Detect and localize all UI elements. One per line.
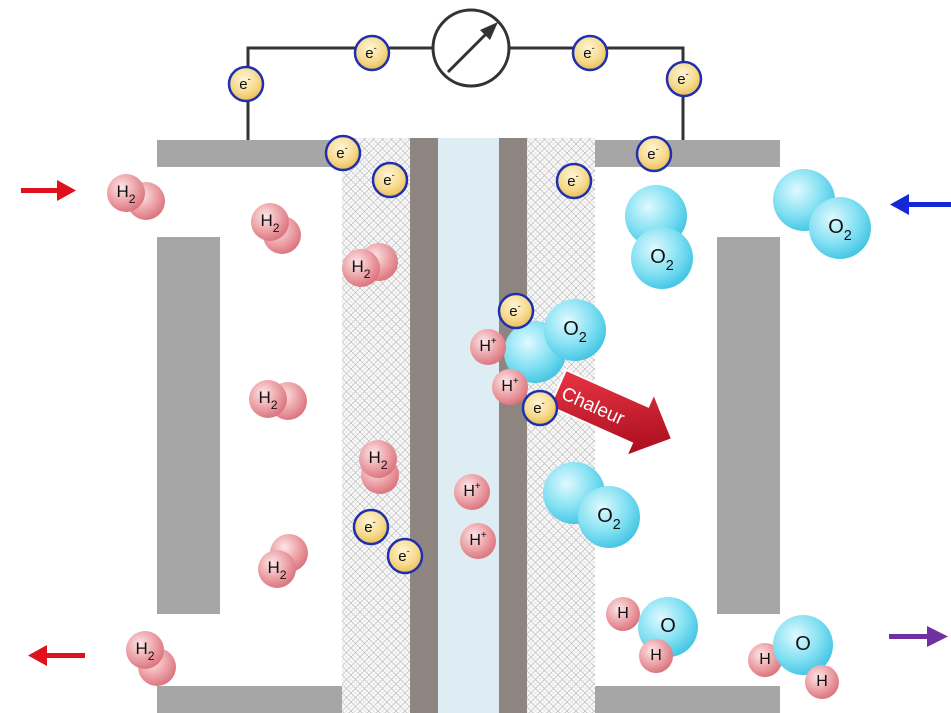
particle-label: O2 <box>828 216 852 244</box>
electron-icon: e- <box>497 292 535 330</box>
electron-icon: e- <box>571 34 609 72</box>
particle-label: O2 <box>597 505 621 533</box>
particle-label: O2 <box>563 318 587 346</box>
hydrogen-molecule-icon: H2 <box>251 203 301 254</box>
particle-label: e- <box>398 546 409 565</box>
particle-label: O <box>795 633 811 655</box>
electron-icon: e- <box>521 389 559 427</box>
proton-icon: H+ <box>470 329 506 365</box>
particle-label: H2 <box>135 639 154 663</box>
electrolyte-membrane <box>438 138 499 713</box>
hydrogen-outlet-arrow-icon <box>28 645 85 666</box>
electron-icon: e- <box>353 34 391 72</box>
particle-label: H2 <box>116 182 135 206</box>
particle-label: H+ <box>501 376 519 395</box>
particle-label: H <box>759 651 771 668</box>
particle-label: e- <box>364 517 375 536</box>
anode-gas-diffusion-layer <box>342 138 410 713</box>
particle-label: e- <box>383 170 394 189</box>
electron-icon: e- <box>386 537 424 575</box>
electron-icon: e- <box>352 508 390 546</box>
oxygen-molecule-icon: O2 <box>773 169 871 259</box>
particle-label: e- <box>239 74 250 93</box>
particle-label: e- <box>567 171 578 190</box>
oxygen-molecule-icon: O2 <box>543 462 640 548</box>
anode-catalyst-layer <box>410 138 438 713</box>
particle-label: H <box>816 673 828 690</box>
electron-icon: e- <box>555 162 593 200</box>
ammeter-icon <box>431 8 511 88</box>
particle-label: e- <box>647 144 658 163</box>
cell-structure: Chaleur <box>21 8 951 713</box>
electron-icon: e- <box>665 60 703 98</box>
particle-label: O2 <box>650 246 674 274</box>
proton-icon: H+ <box>454 474 490 510</box>
particle-label: H+ <box>463 481 481 500</box>
particles: H2H2H2H2H2H2H2O2O2O2O2H+H+H+H+OHHOHHe-e-… <box>107 34 871 699</box>
particle-label: e- <box>677 69 688 88</box>
hydrogen-molecule-icon: H2 <box>342 243 398 287</box>
cathode-flow-plate <box>717 237 780 614</box>
hydrogen-molecule-icon: H2 <box>249 380 307 420</box>
oxygen-inlet-arrow-icon <box>890 194 951 215</box>
proton-icon: H+ <box>460 523 496 559</box>
particle-label: e- <box>509 301 520 320</box>
water-molecule-icon: OHH <box>606 597 698 673</box>
cathode-catalyst-layer <box>499 138 527 713</box>
electron-icon: e- <box>324 134 362 172</box>
particle-label: e- <box>336 143 347 162</box>
electron-icon: e- <box>371 161 409 199</box>
hydrogen-molecule-icon: H2 <box>258 534 308 588</box>
water-molecule-icon: O H H <box>748 615 839 699</box>
particle-label: H2 <box>260 211 279 235</box>
particle-label: H2 <box>351 257 370 281</box>
electron-icon: e- <box>227 65 265 103</box>
particle-label: e- <box>533 398 544 417</box>
oxygen-molecule-icon: O2 <box>625 185 693 289</box>
particle-label: H+ <box>469 530 487 549</box>
particle-label: H2 <box>258 388 277 412</box>
hydrogen-molecule-icon: H2 <box>126 631 176 686</box>
particle-label: H2 <box>267 558 286 582</box>
cathode-top-plate <box>595 140 780 167</box>
water-outlet-arrow-icon <box>889 626 948 647</box>
anode-flow-plate <box>157 237 220 614</box>
particle-label: O <box>660 615 676 637</box>
particle-label: H <box>617 605 629 622</box>
anode-top-plate <box>157 140 342 167</box>
proton-icon: H+ <box>492 369 528 405</box>
particle-label: H2 <box>368 448 387 472</box>
oxygen-molecule-icon: O2 <box>504 299 606 383</box>
electron-icon: e- <box>635 135 673 173</box>
hydrogen-molecule-icon: H2 <box>107 174 165 220</box>
particle-label: H+ <box>479 336 497 355</box>
particle-label: H <box>650 647 662 664</box>
hydrogen-inlet-arrow-icon <box>21 180 76 201</box>
particle-label: e- <box>583 43 594 62</box>
particle-label: e- <box>365 43 376 62</box>
hydrogen-molecule-icon: H2 <box>359 440 399 494</box>
cathode-bottom-plate <box>595 686 780 713</box>
anode-bottom-plate <box>157 686 342 713</box>
